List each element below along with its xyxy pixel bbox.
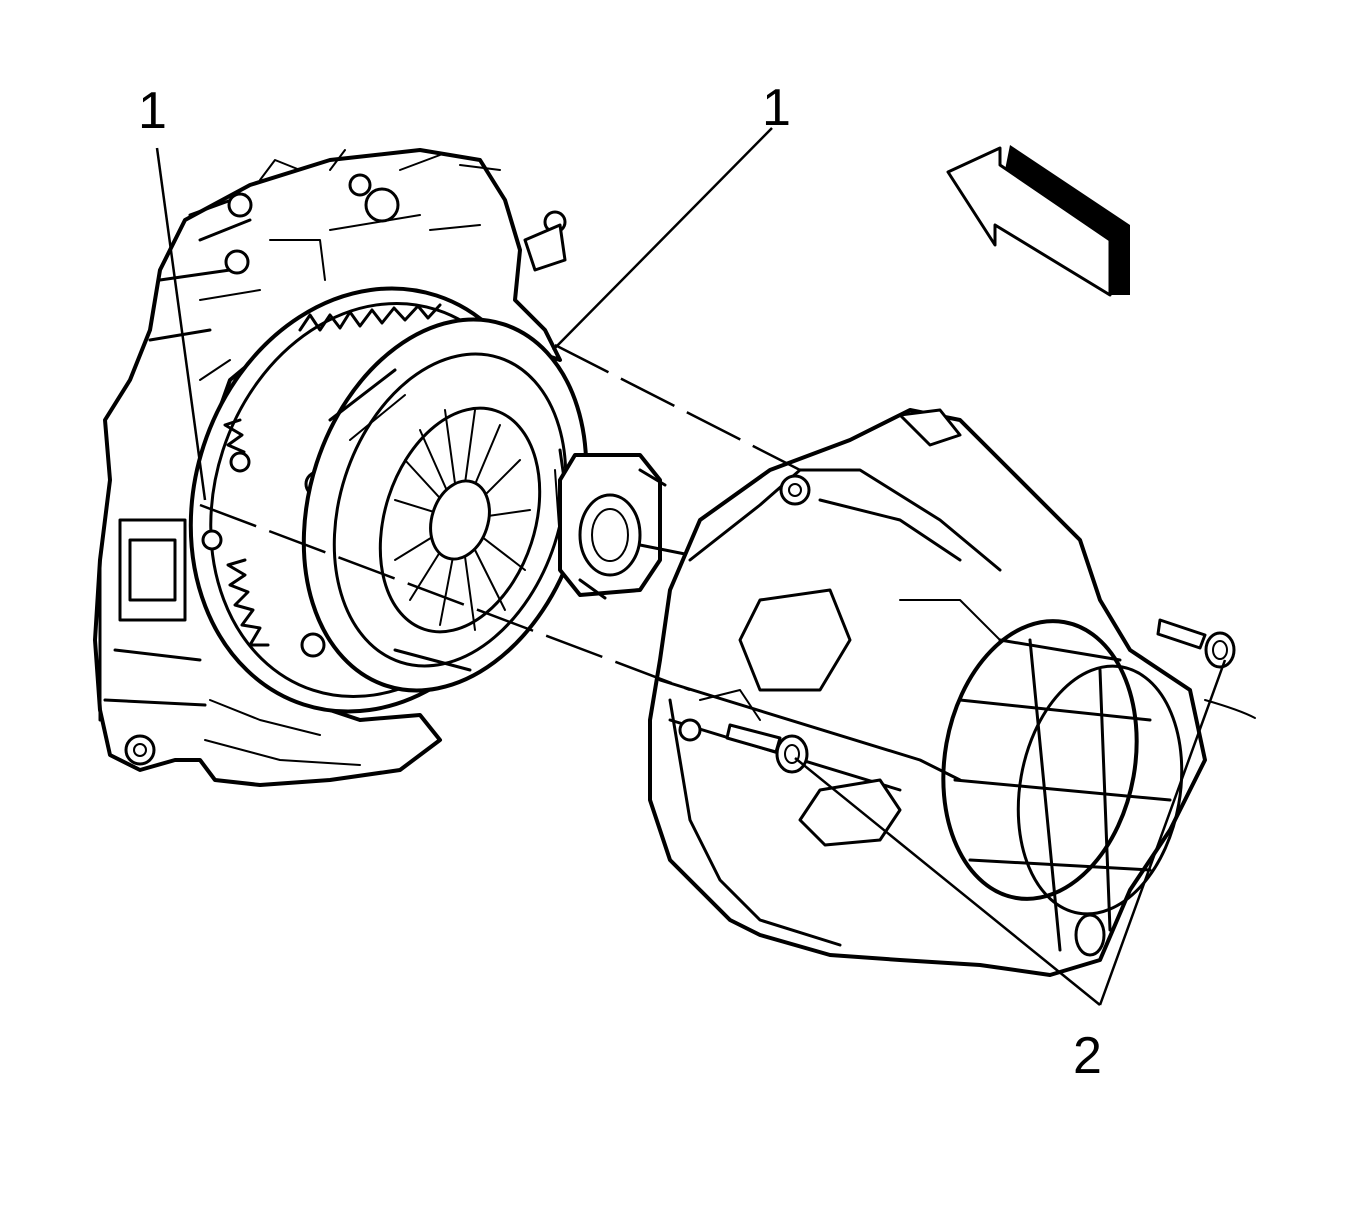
callout-1-right: 1 — [762, 79, 791, 137]
transmission-bellhousing-icon — [648, 408, 1207, 977]
clutch-pressure-plate-icon — [301, 317, 589, 693]
callout-2: 2 — [1073, 1027, 1102, 1085]
callout-leaders — [155, 127, 1227, 1006]
bolt-icon — [725, 723, 809, 774]
bolt-icon — [1156, 618, 1236, 669]
direction-arrow-icon — [946, 145, 1130, 297]
callout-1-left: 1 — [138, 82, 167, 140]
release-bearing-icon — [558, 453, 692, 600]
